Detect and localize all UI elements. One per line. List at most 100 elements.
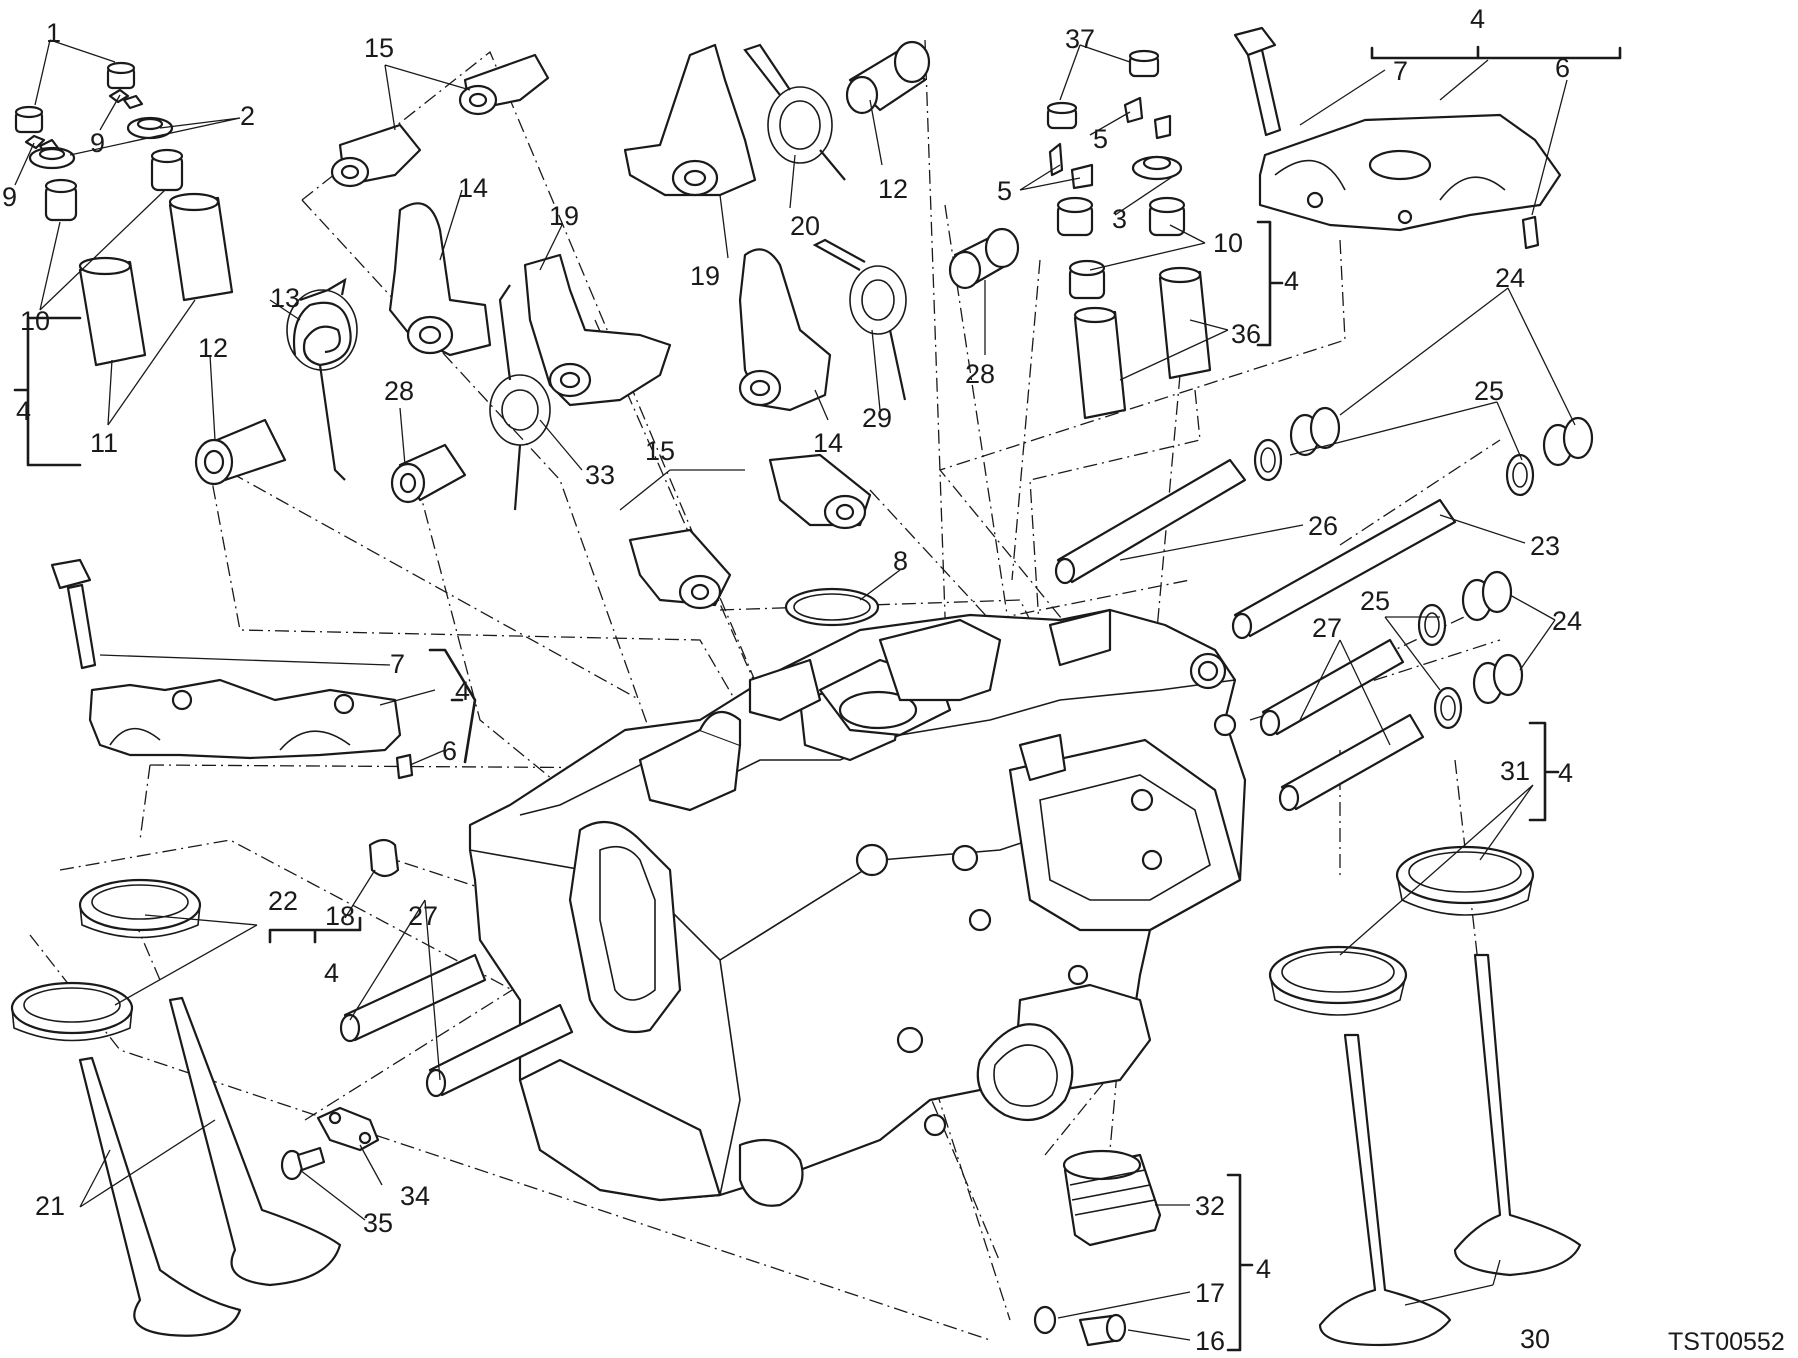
callout-6: 6 [1555,53,1570,83]
valve-seats-22 [10,878,202,1042]
callout-4: 4 [1284,266,1299,296]
callout-18: 18 [325,901,355,931]
valve-guides-11 [78,192,234,367]
dowel-6-right [1521,215,1540,250]
leader-lines [14,39,1576,1341]
callout-16: 16 [1195,1326,1225,1356]
callout-13: 13 [270,283,300,313]
rocker-arm-19-left [523,253,672,407]
callout-36: 36 [1231,319,1261,349]
cap-pair-1 [14,61,136,134]
callout-25: 25 [1474,376,1504,406]
callout-17: 17 [1195,1278,1225,1308]
callout-35: 35 [363,1208,393,1238]
callout-32: 32 [1195,1191,1225,1221]
callout-23: 23 [1530,531,1560,561]
callout-14: 14 [458,173,488,203]
valve-seals-10-left [44,148,184,222]
rocker-arm-14-left [388,202,492,357]
callout-10: 10 [1213,228,1243,258]
callout-6: 6 [442,736,457,766]
spring-retainers-2 [28,116,174,170]
collets-9 [24,88,144,156]
callout-4: 4 [1470,4,1485,34]
callout-8: 8 [893,546,908,576]
callout-28: 28 [965,359,995,389]
callout-22: 22 [268,886,298,916]
dowel-6-left [395,753,414,780]
callout-5: 5 [997,176,1012,206]
callout-4: 4 [1256,1254,1271,1284]
assembly-braces [13,45,1622,1352]
caps-37 [1046,49,1160,130]
callout-11: 11 [90,428,118,458]
dowel-18 [368,838,400,878]
pins-27-left [339,953,574,1098]
bolt-7-top [1233,26,1282,137]
callout-26: 26 [1308,511,1338,541]
drawing-code: TST00552 [1668,1328,1785,1356]
callout-34: 34 [400,1181,430,1211]
callout-27: 27 [408,901,438,931]
bushing-12-left [194,418,287,486]
valve-guides-36 [1073,266,1212,420]
callout-27: 27 [1312,613,1342,643]
bracket-34 [316,1106,380,1152]
callout-14: 14 [813,428,843,458]
callout-28: 28 [384,376,414,406]
callout-33: 33 [585,460,615,490]
bushing-12-top [845,40,931,115]
callout-30: 30 [1520,1324,1550,1354]
screw-35 [280,1146,326,1181]
callout-12: 12 [878,174,908,204]
callout-15: 15 [645,436,675,466]
callout-4: 4 [1558,758,1573,788]
rocker-shaft-23 [1231,498,1457,640]
valves-21 [78,996,342,1337]
callout-24: 24 [1552,606,1582,636]
spring-20 [743,43,846,181]
callout-5: 5 [1093,124,1108,154]
spring-13 [286,277,358,481]
rocker-arm-15-lower [628,453,872,610]
valves-30 [1318,953,1582,1347]
spark-plug-tube-32 [1062,1149,1162,1247]
cam-cap-assembly-top [1258,113,1562,232]
callout-21: 21 [35,1191,65,1221]
callout-10: 10 [20,306,50,336]
retainer-3 [1131,155,1183,181]
bolt-7-left [50,558,97,670]
callout-37: 37 [1065,24,1095,54]
callout-25: 25 [1360,586,1390,616]
o-ring-8 [784,587,880,627]
bolt-16 [1078,1313,1127,1347]
valve-seals-10-right [1056,196,1186,300]
rocker-arm-19-top [623,43,757,197]
callout-4: 4 [324,958,339,988]
cylinder-head [468,608,1247,1207]
cam-cap-assembly-left [88,678,402,760]
rocker-shaft-26 [1054,458,1247,585]
callout-19: 19 [549,201,579,231]
washers-25 [1253,438,1535,730]
callout-9: 9 [90,128,105,158]
bushing-28-right [948,227,1020,290]
callout-9: 9 [2,182,17,212]
washer-17 [1033,1305,1057,1335]
callout-1: 1 [46,18,61,48]
collets-5 [1048,96,1172,190]
callout-12: 12 [198,333,228,363]
callout-20: 20 [790,211,820,241]
callout-4: 4 [16,396,31,426]
callout-31: 31 [1500,756,1530,786]
rocker-arm-15-upper [330,53,550,188]
bushing-28-left [390,443,467,504]
rocker-arm-14-center [738,248,832,412]
callout-4: 4 [455,676,470,706]
callout-29: 29 [862,403,892,433]
callout-24: 24 [1495,263,1525,293]
callout-2: 2 [240,101,255,131]
callout-7: 7 [1393,56,1408,86]
spring-33 [489,284,551,511]
